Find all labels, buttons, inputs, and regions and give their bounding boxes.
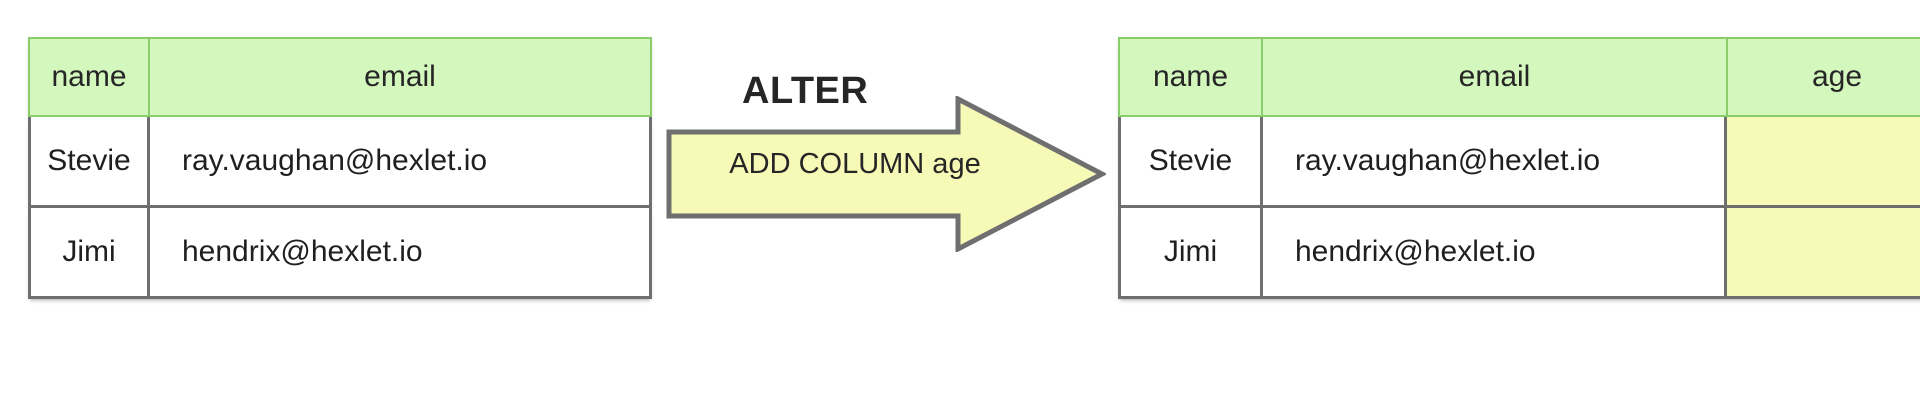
after-table-header-row: name email age: [1118, 37, 1920, 117]
before-table: name email Stevie ray.vaughan@hexlet.io …: [28, 37, 652, 299]
alter-caption: ALTER: [742, 70, 869, 112]
before-header-cell-name: name: [30, 39, 150, 115]
before-cell-name-1: Jimi: [31, 208, 150, 296]
add-column-arrow-label: ADD COLUMN age: [729, 148, 981, 180]
before-cell-name-0: Stevie: [31, 117, 150, 205]
block-arrow-icon: [666, 96, 1106, 252]
before-cell-email-1: hendrix@hexlet.io: [182, 235, 423, 268]
after-cell-name-1: Jimi: [1121, 208, 1263, 296]
before-cell-email-0: ray.vaughan@hexlet.io: [182, 144, 488, 177]
after-table: name email age Stevie ray.vaughan@hexlet…: [1118, 37, 1920, 299]
after-table-row: Stevie ray.vaughan@hexlet.io: [1118, 117, 1920, 208]
after-cell-name-0: Stevie: [1121, 117, 1263, 205]
after-header-cell-age: age: [1811, 60, 1863, 93]
before-table-row: Jimi hendrix@hexlet.io: [28, 208, 652, 299]
after-cell-age-1: [1727, 208, 1920, 296]
after-header-cell-email: email: [1263, 39, 1728, 115]
after-cell-email-1: hendrix@hexlet.io: [1263, 208, 1727, 296]
add-column-arrow: [666, 96, 1106, 252]
before-table-row: Stevie ray.vaughan@hexlet.io: [28, 117, 652, 208]
after-cell-email-0: ray.vaughan@hexlet.io: [1263, 117, 1727, 205]
after-cell-age-0: [1727, 117, 1920, 205]
after-table-row: Jimi hendrix@hexlet.io: [1118, 208, 1920, 299]
before-table-header-row: name email: [28, 37, 652, 117]
before-header-cell-email: email: [364, 60, 436, 93]
after-header-cell-name: name: [1120, 39, 1263, 115]
